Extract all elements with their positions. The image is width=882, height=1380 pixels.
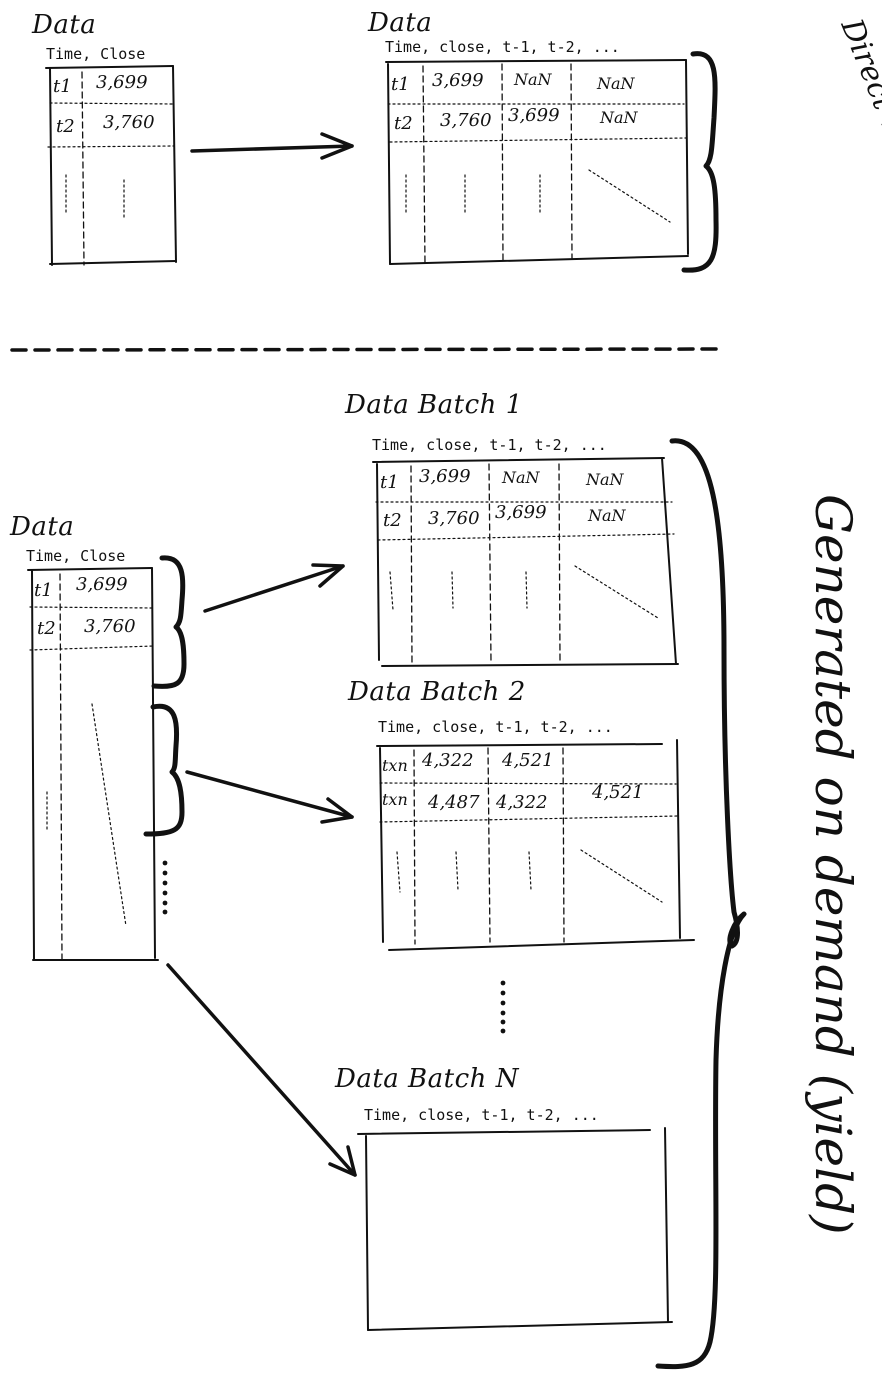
- top-source-cell: t2: [56, 116, 75, 137]
- top-target-cell: 3,760: [440, 110, 492, 131]
- bottom-source-title: Data: [10, 512, 75, 542]
- top-target-cell: t2: [394, 113, 413, 134]
- generated-on-demand-label: Generated on demand (yield): [804, 494, 862, 1235]
- top-target-cell: NaN: [600, 108, 638, 127]
- top-target-cell: t1: [391, 74, 410, 95]
- bottom-source-table-frame: [27, 567, 159, 961]
- batch-2-cell: txn: [382, 790, 408, 809]
- batch-2-cell: 4,487: [428, 792, 480, 813]
- top-source-header: Time, Close: [46, 45, 146, 63]
- batch-1-cell: NaN: [586, 470, 624, 489]
- top-target-title: Data: [368, 8, 433, 38]
- batch-1-cell: 3,699: [419, 466, 471, 487]
- top-target-cell: 3,699: [432, 70, 484, 91]
- batch-1-title: Data Batch 1: [345, 390, 523, 420]
- batch-1-cell: 3,760: [428, 508, 480, 529]
- arrow-to-batch-n: [166, 963, 357, 1177]
- source-brace-2: [143, 703, 185, 837]
- source-continuation-dots: [162, 860, 168, 915]
- batch-2-cell: 4,322: [496, 792, 548, 813]
- top-target-cell: NaN: [514, 70, 552, 89]
- section-separator: [10, 347, 726, 352]
- batch-1-cell: t2: [383, 510, 402, 531]
- top-source-table-frame: [45, 65, 177, 266]
- top-source-title: Data: [32, 10, 97, 40]
- bottom-source-cell: t2: [37, 618, 56, 639]
- batch-2-cell: 4,322: [422, 750, 474, 771]
- batch-n-header: Time, close, t-1, t-2, ...: [364, 1106, 599, 1124]
- bottom-source-cell: 3,699: [76, 574, 128, 595]
- top-target-cell: NaN: [597, 74, 635, 93]
- batch-1-cell: t1: [380, 472, 399, 493]
- source-brace-1: [151, 555, 187, 689]
- generated-brace: [655, 438, 747, 1370]
- top-target-header: Time, close, t-1, t-2, ...: [385, 38, 620, 56]
- batch-1-cell: NaN: [502, 468, 540, 487]
- batch-1-cell: NaN: [588, 506, 626, 525]
- top-brace: [681, 51, 719, 273]
- batch-2-cell: 4,521: [592, 782, 644, 803]
- top-target-table-frame: [385, 59, 689, 265]
- arrow-to-batch-2: [185, 770, 354, 824]
- top-source-cell: t1: [53, 76, 72, 97]
- batch-continuation-dots: [500, 980, 506, 1034]
- batch-1-cell: 3,699: [495, 502, 547, 523]
- batch-2-header: Time, close, t-1, t-2, ...: [378, 718, 613, 736]
- top-source-cell: 3,760: [103, 112, 155, 133]
- arrow-to-batch-1: [203, 563, 345, 613]
- batch-1-header: Time, close, t-1, t-2, ...: [372, 436, 607, 454]
- bottom-source-header: Time, Close: [26, 547, 126, 565]
- bottom-source-cell: t1: [34, 580, 53, 601]
- batch-2-cell: txn: [382, 756, 408, 775]
- batch-n-table-frame: [357, 1127, 673, 1331]
- top-source-cell: 3,699: [96, 72, 148, 93]
- batch-n-title: Data Batch N: [335, 1064, 519, 1094]
- batch-1-table-frame: [372, 457, 679, 667]
- bottom-source-cell: 3,760: [84, 616, 136, 637]
- top-arrow: [190, 132, 354, 160]
- batch-2-title: Data Batch 2: [348, 677, 526, 707]
- top-target-cell: 3,699: [508, 105, 560, 126]
- batch-2-table-frame: [376, 739, 695, 951]
- batch-2-cell: 4,521: [502, 750, 554, 771]
